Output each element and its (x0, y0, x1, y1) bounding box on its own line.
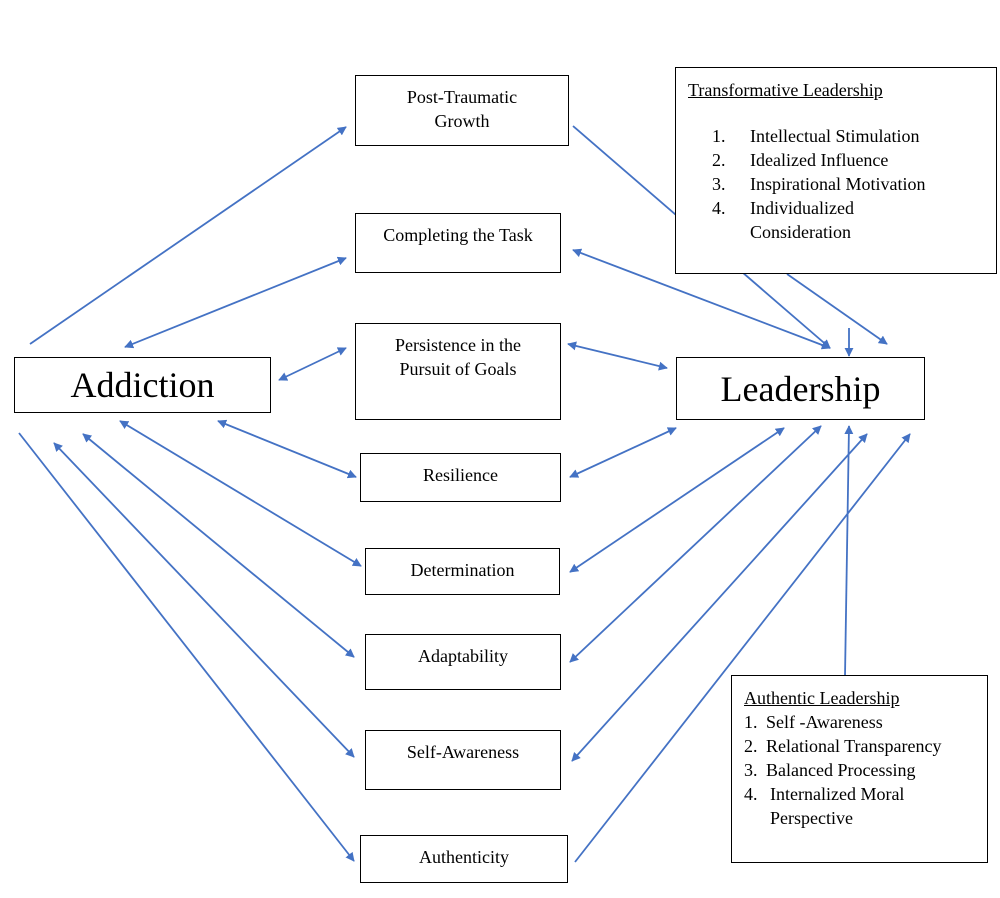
completing-the-task-node: Completing the Task (355, 213, 561, 273)
arrow-addiction-persistence (278, 347, 347, 381)
post-traumatic-growth-node: Post-Traumatic Growth (355, 75, 569, 146)
list-item-number: 3. (712, 174, 726, 194)
resilience-node: Resilience (360, 453, 561, 502)
adaptability-node: Adaptability (365, 634, 561, 690)
list-item-text: Self -Awareness (766, 712, 883, 732)
post-traumatic-growth-label: Post-Traumatic Growth (406, 87, 518, 131)
list-item-text: Inspirational Motivation (750, 174, 926, 194)
list-item-text: Balanced Processing (766, 760, 916, 780)
arrow-addiction-self-awareness (53, 442, 355, 758)
list-item: 3. Balanced Processing (744, 758, 975, 782)
list-item-text: Idealized Influence (750, 150, 889, 170)
list-item-number: 1. (712, 126, 726, 146)
list-item-text: Relational Transparency (766, 736, 942, 756)
authentic-leadership-box: Authentic Leadership 1. Self -Awareness 2… (731, 675, 988, 863)
arrow-authentic-to-leadership (844, 425, 854, 677)
addiction-label: Addiction (70, 365, 215, 405)
determination-node: Determination (365, 548, 560, 595)
list-item-number: 1. (744, 712, 758, 732)
self-awareness-node: Self-Awareness (365, 730, 561, 790)
transformative-leadership-box: Transformative Leadership 1. Intellectual… (675, 67, 997, 274)
list-item-number: 4. (712, 198, 726, 218)
determination-label: Determination (410, 560, 515, 580)
completing-the-task-label: Completing the Task (383, 225, 533, 245)
arrow-completing-task-leadership (572, 248, 831, 350)
list-item: 1. Intellectual Stimulation (688, 124, 984, 148)
adaptability-label: Adaptability (418, 646, 508, 666)
list-item-number: 2. (744, 736, 758, 756)
leadership-label: Leadership (720, 368, 881, 409)
persistence-node: Persistence in the Pursuit of Goals (355, 323, 561, 420)
arrow-adaptability-leadership (569, 425, 822, 663)
arrow-persistence-leadership (567, 341, 668, 371)
leadership-node: Leadership (676, 357, 925, 420)
list-item-number: 3. (744, 760, 758, 780)
list-item: 4. Individualized Consideration (688, 196, 984, 244)
list-item-text: Internalized Moral Perspective (770, 784, 905, 828)
list-item-number: 4. (744, 784, 758, 804)
arrow-addiction-resilience (217, 419, 357, 479)
arrow-authenticity-to-leadership (574, 433, 911, 863)
arrow-determination-leadership (569, 427, 785, 573)
authenticity-label: Authenticity (419, 847, 509, 867)
list-item-text: Intellectual Stimulation (750, 126, 920, 146)
transformative-leadership-list: 1. Intellectual Stimulation 2. Idealized I… (688, 124, 984, 244)
arrow-self-awareness-leadership (571, 433, 868, 762)
arrow-addiction-to-authenticity (18, 432, 355, 862)
authenticity-node: Authenticity (360, 835, 568, 883)
authentic-leadership-list: 1. Self -Awareness 2. Relational Transpare… (744, 710, 975, 830)
arrow-addiction-completing-task (124, 256, 347, 349)
persistence-label: Persistence in the Pursuit of Goals (395, 335, 521, 379)
authentic-leadership-title: Authentic Leadership (744, 688, 900, 708)
list-item: 1. Self -Awareness (744, 710, 975, 734)
arrow-transformative-to-leadership (786, 273, 888, 345)
list-item: 2. Idealized Influence (688, 148, 984, 172)
arrow-addiction-adaptability (82, 433, 355, 658)
list-item: 4. Internalized Moral Perspective (744, 782, 975, 830)
self-awareness-label: Self-Awareness (406, 742, 520, 762)
arrow-addiction-to-post-traumatic-growth (29, 126, 347, 345)
arrow-resilience-leadership (569, 427, 677, 478)
addiction-node: Addiction (14, 357, 271, 413)
list-item-text: Individualized Consideration (750, 198, 854, 242)
transformative-leadership-title: Transformative Leadership (688, 80, 883, 100)
resilience-label: Resilience (423, 465, 498, 485)
list-item-number: 2. (712, 150, 726, 170)
list-item: 2. Relational Transparency (744, 734, 975, 758)
list-item: 3. Inspirational Motivation (688, 172, 984, 196)
